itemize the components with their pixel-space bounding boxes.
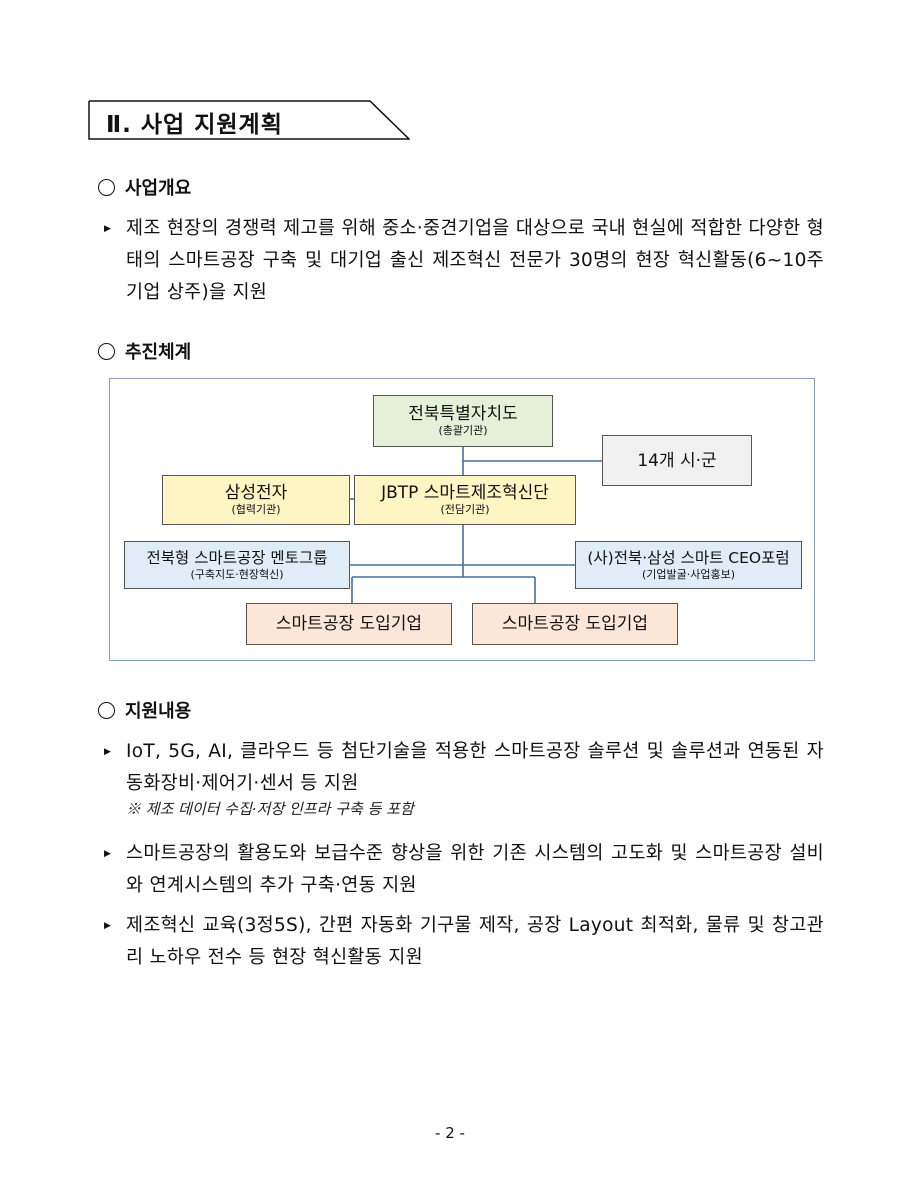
node-company-1: 스마트공장 도입기업	[246, 603, 452, 645]
structure-heading-text: 추진체계	[125, 342, 192, 363]
overview-heading: 사업개요	[98, 174, 191, 200]
node-forum: (사)전북·삼성 스마트 CEO포럼 (기업발굴·사업홍보)	[575, 541, 802, 589]
circle-bullet-icon	[98, 179, 115, 196]
node-mentor-name: 전북형 스마트공장 멘토그룹	[146, 549, 328, 567]
node-samsung-name: 삼성전자	[224, 483, 288, 503]
section-title: Ⅱ. 사업 지원계획	[106, 112, 283, 138]
support-bullet-1-text: IoT, 5G, AI, 클라우드 등 첨단기술을 적용한 스마트공장 솔루션 …	[126, 741, 824, 794]
triangle-bullet-icon: ▶	[104, 224, 111, 234]
node-sigun-name: 14개 시·군	[637, 450, 717, 471]
triangle-bullet-icon: ▶	[104, 921, 111, 931]
node-mentor-role: (구축지도·현장혁신)	[190, 568, 284, 581]
node-forum-role: (기업발굴·사업홍보)	[641, 568, 736, 581]
title-frame	[88, 100, 410, 140]
node-samsung-role: (협력기관)	[231, 503, 281, 516]
support-bullet-3-text: 제조혁신 교육(3정5S), 간편 자동화 기구물 제작, 공장 Layout …	[126, 915, 824, 968]
node-jbtp: JBTP 스마트제조혁신단 (전담기관)	[354, 475, 576, 525]
node-mentor: 전북형 스마트공장 멘토그룹 (구축지도·현장혁신)	[124, 541, 350, 589]
support-bullet-1: ▶ IoT, 5G, AI, 클라우드 등 첨단기술을 적용한 스마트공장 솔루…	[104, 736, 824, 800]
circle-bullet-icon	[98, 702, 115, 719]
node-company-1-name: 스마트공장 도입기업	[275, 614, 423, 634]
support-heading: 지원내용	[98, 697, 191, 723]
support-note: ※ 제조 데이터 수집·저장 인프라 구축 등 포함	[126, 800, 414, 818]
support-bullet-2: ▶ 스마트공장의 활용도와 보급수준 향상을 위한 기존 시스템의 고도화 및 …	[104, 838, 824, 902]
node-jbtp-role: (전담기관)	[440, 503, 490, 516]
circle-bullet-icon	[98, 343, 115, 360]
node-forum-name: (사)전북·삼성 스마트 CEO포럼	[587, 549, 790, 567]
org-diagram: 전북특별자치도 (총괄기관) 14개 시·군 삼성전자 (협력기관) JBTP …	[109, 378, 815, 661]
node-company-2: 스마트공장 도입기업	[472, 603, 678, 645]
diagram-connectors	[350, 447, 602, 603]
node-samsung: 삼성전자 (협력기관)	[162, 475, 350, 525]
node-jeonbuk-role: (총괄기관)	[438, 424, 488, 437]
node-company-2-name: 스마트공장 도입기업	[501, 614, 649, 634]
support-heading-text: 지원내용	[125, 701, 192, 722]
page-number: - 2 -	[435, 1124, 465, 1142]
support-bullet-3: ▶ 제조혁신 교육(3정5S), 간편 자동화 기구물 제작, 공장 Layou…	[104, 910, 824, 974]
overview-heading-text: 사업개요	[125, 178, 192, 199]
overview-bullet: ▶ 제조 현장의 경쟁력 제고를 위해 중소·중견기업을 대상으로 국내 현실에…	[104, 213, 824, 309]
triangle-bullet-icon: ▶	[104, 849, 111, 859]
node-jeonbuk: 전북특별자치도 (총괄기관)	[373, 395, 553, 447]
node-jeonbuk-name: 전북특별자치도	[408, 404, 518, 424]
structure-heading: 추진체계	[98, 338, 191, 364]
node-jbtp-name: JBTP 스마트제조혁신단	[381, 483, 549, 503]
node-sigun: 14개 시·군	[602, 435, 752, 486]
triangle-bullet-icon: ▶	[104, 747, 111, 757]
overview-bullet-text: 제조 현장의 경쟁력 제고를 위해 중소·중견기업을 대상으로 국내 현실에 적…	[126, 218, 824, 303]
support-bullet-2-text: 스마트공장의 활용도와 보급수준 향상을 위한 기존 시스템의 고도화 및 스마…	[126, 843, 824, 896]
section-title-box: Ⅱ. 사업 지원계획	[88, 100, 410, 140]
